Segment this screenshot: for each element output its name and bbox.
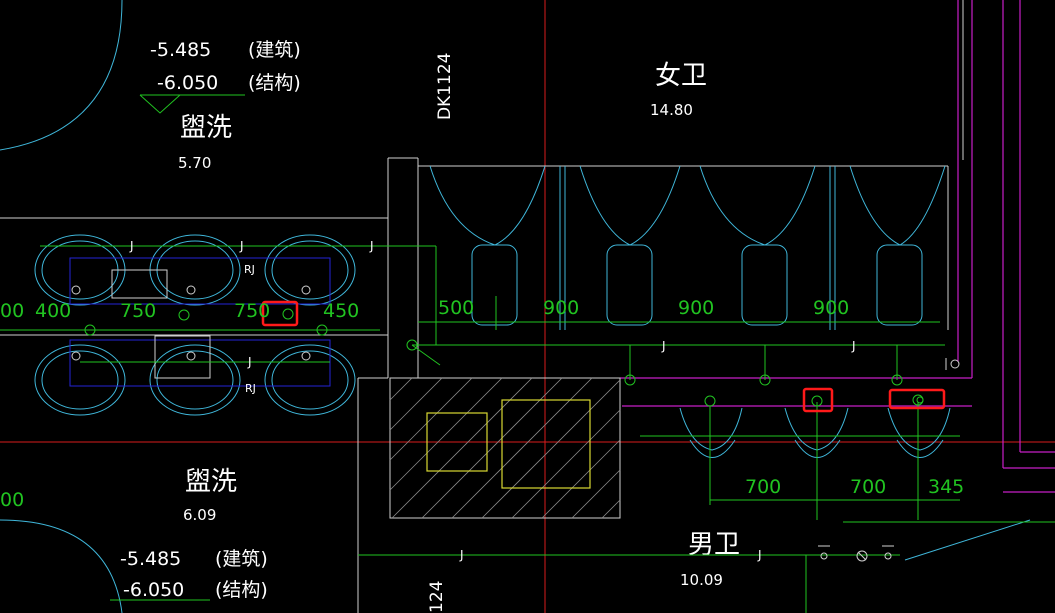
dimension-label: 900 (543, 297, 579, 319)
elevation-tag-top: -5.485 (建筑) -6.050 (结构) (139, 39, 301, 114)
stall-partitions (429, 165, 946, 330)
elevation-arch-label: (建筑) (248, 39, 301, 61)
pipe-tag-j: J (247, 355, 252, 369)
valve-symbols (818, 358, 960, 562)
dimension-label: 700 (850, 476, 886, 498)
highlight-box-urinal-node (802, 387, 834, 413)
washbasin-row (34, 234, 356, 416)
highlight-boxes (261, 300, 946, 413)
room-area-washroom-top: 5.70 (178, 154, 211, 172)
room-area-male-toilet: 10.09 (680, 571, 723, 589)
door-swings (0, 0, 1031, 613)
faucet-markers (71, 269, 311, 379)
dimension-labels: 00 400 750 750 450 500 900 900 900 700 7… (0, 297, 964, 511)
dimension-label: 00 (0, 300, 24, 322)
highlight-box-washbasin-node (261, 300, 299, 327)
room-area-female-toilet: 14.80 (650, 101, 693, 119)
water-pipes (0, 245, 1055, 613)
elevation-arch-value: -5.485 (150, 39, 211, 61)
pipe-tag-j: J (757, 548, 762, 562)
room-name-female-toilet: 女卫 (655, 61, 707, 91)
elevation-struct-label: (结构) (248, 72, 301, 94)
elevation-struct-value: -6.050 (123, 579, 184, 601)
pipe-tag-j: J (239, 239, 244, 253)
elevation-arch-value: -5.485 (120, 548, 181, 570)
pipe-tag-j: J (661, 339, 666, 353)
room-area-washroom-bottom: 6.09 (183, 506, 216, 524)
dimension-label: 400 (35, 300, 71, 322)
pipe-tag-j: J (851, 339, 856, 353)
dimension-label: 750 (234, 300, 270, 322)
column-block (389, 377, 621, 519)
elevation-tag-bottom: -5.485 (建筑) -6.050 (结构) (110, 548, 268, 601)
pipe-tag-rj: RJ (244, 263, 255, 276)
pipe-tag-j: J (129, 239, 134, 253)
dimension-label: 345 (928, 476, 964, 498)
elevation-struct-value: -6.050 (157, 72, 218, 94)
dimension-label: 900 (678, 297, 714, 319)
male-urinals (679, 407, 951, 458)
dimension-label: 900 (813, 297, 849, 319)
room-name-washroom-bottom: 盥洗 (185, 467, 237, 497)
washbasin-frames (69, 257, 331, 387)
vertical-code-bottom: 124 (427, 581, 447, 613)
dimension-label: 450 (323, 300, 359, 322)
dimension-label: 00 (0, 489, 24, 511)
dimension-label: 750 (120, 300, 156, 322)
elevation-arch-label: (建筑) (215, 548, 268, 570)
dimension-label: 700 (745, 476, 781, 498)
pipe-tag-j: J (459, 548, 464, 562)
pipe-nodes (84, 308, 924, 407)
room-name-washroom-top: 盥洗 (180, 113, 232, 143)
elevation-struct-label: (结构) (215, 579, 268, 601)
vertical-code-top: DK1124 (435, 52, 455, 120)
pipe-tags: J J J RJ RJ J J J J J (129, 239, 856, 562)
highlight-box-urinal-node-right (888, 388, 946, 410)
property-boundary (620, 0, 1055, 493)
pipe-tag-rj: RJ (245, 382, 256, 395)
dimension-label: 500 (438, 297, 474, 319)
pipe-tag-j: J (369, 239, 374, 253)
